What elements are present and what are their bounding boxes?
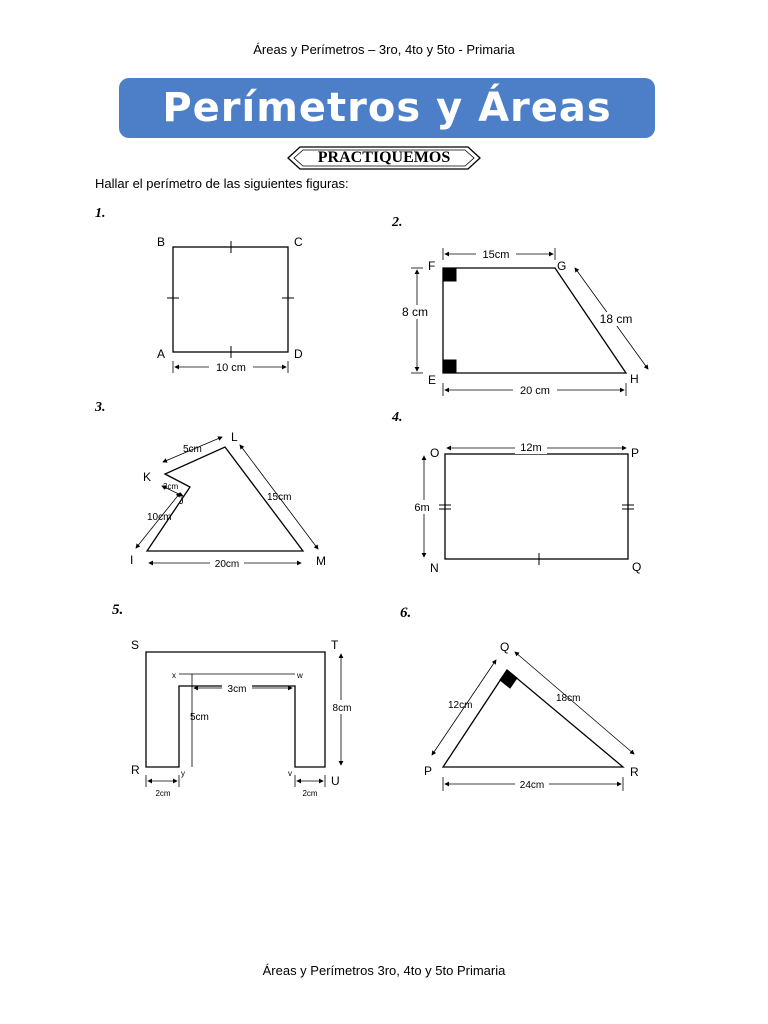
measure-label: 8 cm (402, 305, 428, 319)
measure-label: 2cm (155, 789, 170, 798)
vertex-label: Q (632, 560, 641, 574)
vertex-label: v (288, 769, 292, 778)
rectangle-shape (444, 453, 629, 560)
vertex-label: x (172, 671, 176, 680)
vertex-label: R (131, 763, 140, 777)
vertex-label: G (557, 259, 566, 273)
figure-3-pentagon: 5cm 3cm 10cm 15cm 20cm L K J I M (130, 430, 326, 570)
vertex-label: D (294, 347, 303, 361)
right-angle-marker (499, 669, 518, 689)
figure-5-u-shape: 3cm 5cm 8cm 2cm 2cm S T R U x w y v (131, 638, 356, 798)
vertex-label: I (130, 553, 133, 567)
vertex-label: L (231, 430, 238, 444)
vertex-label: S (131, 638, 139, 652)
measure-label: 3cm (228, 684, 247, 695)
vertex-label: E (428, 373, 436, 387)
practiquemos-ribbon: PRACTIQUEMOS (286, 145, 482, 171)
vertex-label: N (430, 561, 439, 575)
vertex-label: R (630, 765, 639, 779)
dimension-line (431, 659, 497, 756)
page-header: Áreas y Perímetros – 3ro, 4to y 5to - Pr… (253, 42, 515, 57)
vertex-label: J (179, 496, 184, 506)
title-banner: Perímetros y Áreas (119, 78, 655, 138)
vertex-label: Q (500, 640, 509, 654)
figure-6-triangle: 12cm 18cm 24cm Q P R (424, 640, 639, 791)
dimension-line (239, 444, 319, 550)
right-angle-marker (442, 267, 457, 282)
vertex-label: w (296, 671, 303, 680)
vertex-label: U (331, 774, 340, 788)
measure-label: 18 cm (600, 312, 633, 326)
triangle-shape (441, 669, 625, 768)
vertex-label: y (181, 769, 185, 778)
dimension-line (135, 492, 181, 549)
figure-number-3: 3. (95, 400, 106, 415)
figure-number-6: 6. (400, 605, 412, 621)
measure-label: 8cm (333, 703, 352, 714)
vertex-label: C (294, 235, 303, 249)
measure-label: 20 cm (520, 385, 550, 397)
measure-label: 24cm (520, 780, 544, 791)
figure-4-rectangle: 12m 6m O P N Q (410, 441, 641, 575)
measure-label: 5cm (190, 712, 209, 723)
trapezoid-shape (442, 267, 628, 374)
figure-number-5: 5. (112, 602, 124, 618)
dimension-line (162, 436, 223, 463)
figure-number-2: 2. (392, 215, 403, 230)
ribbon-label: PRACTIQUEMOS (317, 149, 451, 166)
figure-1-square: 10 cm B C A D (157, 235, 303, 374)
measure-label: 3cm (163, 482, 178, 491)
u-shape (145, 651, 326, 768)
measure-label: 15cm (267, 492, 291, 503)
measure-label: 12m (520, 442, 541, 454)
figure-number-4: 4. (392, 410, 403, 425)
vertex-label: F (428, 259, 435, 273)
vertex-label: P (424, 764, 432, 778)
ribbon-shape (287, 146, 481, 170)
measure-label: 10cm (147, 512, 171, 523)
figure-number-1: 1. (95, 206, 106, 221)
measure-label: 18cm (556, 693, 580, 704)
vertex-label: P (631, 446, 639, 460)
instruction-text: Hallar el perímetro de las siguientes fi… (95, 176, 349, 191)
measure-label: 20cm (215, 559, 239, 570)
page-title: Perímetros y Áreas (162, 85, 612, 131)
vertex-label: T (331, 638, 339, 652)
measure-label: 15cm (483, 249, 510, 261)
measure-label: 10 cm (216, 362, 246, 374)
measure-label: 12cm (448, 700, 472, 711)
measure-label: 5cm (183, 444, 202, 455)
vertex-label: M (316, 554, 326, 568)
right-angle-marker (442, 359, 457, 374)
vertex-label: O (430, 446, 439, 460)
figure-2-trapezoid: 15cm 8 cm 18 cm 20 cm F G E H (397, 248, 649, 397)
vertex-label: H (630, 372, 639, 386)
vertex-label: A (157, 347, 165, 361)
vertex-label: B (157, 235, 165, 249)
measure-label: 2cm (302, 789, 317, 798)
page-footer: Áreas y Perímetros 3ro, 4to y 5to Primar… (262, 963, 506, 978)
vertex-label: K (143, 470, 151, 484)
dimension-line (514, 651, 635, 755)
measure-label: 6m (414, 502, 429, 514)
square-shape (172, 246, 289, 353)
